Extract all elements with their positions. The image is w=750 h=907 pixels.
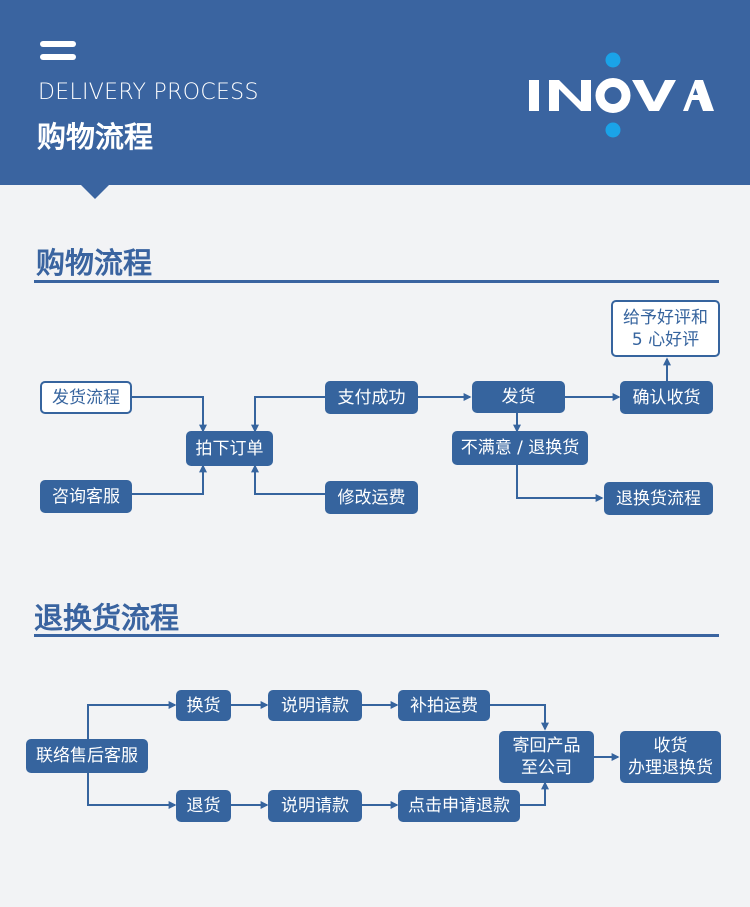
node-send-back-product: 寄回产品 至公司: [499, 731, 594, 783]
section-divider: [34, 634, 719, 637]
connector-line: [516, 465, 604, 502]
inova-logo: [529, 52, 714, 138]
node-apply-refund: 点击申请退款: [398, 790, 520, 822]
node-place-order: 拍下订单: [186, 431, 273, 466]
node-give-review: 给予好评和 5 心好评: [611, 300, 720, 357]
node-consult-service: 咨询客服: [40, 480, 132, 513]
node-confirm-receipt: 确认收货: [620, 381, 713, 414]
node-ship: 发货: [472, 381, 565, 413]
node-explain-request-b: 说明请款: [268, 790, 362, 822]
section-title-returns: 退换货流程: [34, 601, 180, 635]
node-modify-shipping: 修改运费: [325, 481, 418, 514]
connector-line: [87, 773, 177, 809]
node-return-flow: 退换货流程: [604, 482, 713, 515]
node-contact-aftersales: 联络售后客服: [26, 739, 148, 773]
connector-line: [251, 396, 325, 433]
node-pay-shipping-fee: 补拍运费: [398, 690, 490, 721]
connector-line: [520, 781, 549, 806]
node-explain-request-a: 说明请款: [268, 690, 362, 721]
section-divider: [34, 280, 719, 283]
header-subtitle: DELIVERY PROCESS: [38, 80, 259, 105]
section-title-shopping: 购物流程: [36, 246, 153, 280]
connector-line: [87, 701, 177, 739]
connector-line: [251, 464, 325, 495]
header-title: 购物流程: [37, 120, 154, 154]
node-unsatisfied-return: 不满意 / 退换货: [452, 431, 588, 465]
node-refund: 退货: [176, 790, 231, 822]
node-payment-success: 支付成功: [325, 381, 418, 414]
node-receive-process: 收货 办理退换货: [620, 731, 721, 783]
connector-line: [132, 464, 207, 495]
menu-icon[interactable]: [40, 41, 78, 63]
header-pointer: [81, 185, 109, 199]
header-banner: DELIVERY PROCESS 购物流程: [0, 0, 750, 185]
connector-line: [490, 704, 549, 731]
connector-line: [132, 396, 207, 433]
node-ship-flow: 发货流程: [40, 381, 132, 414]
node-exchange: 换货: [176, 690, 231, 721]
